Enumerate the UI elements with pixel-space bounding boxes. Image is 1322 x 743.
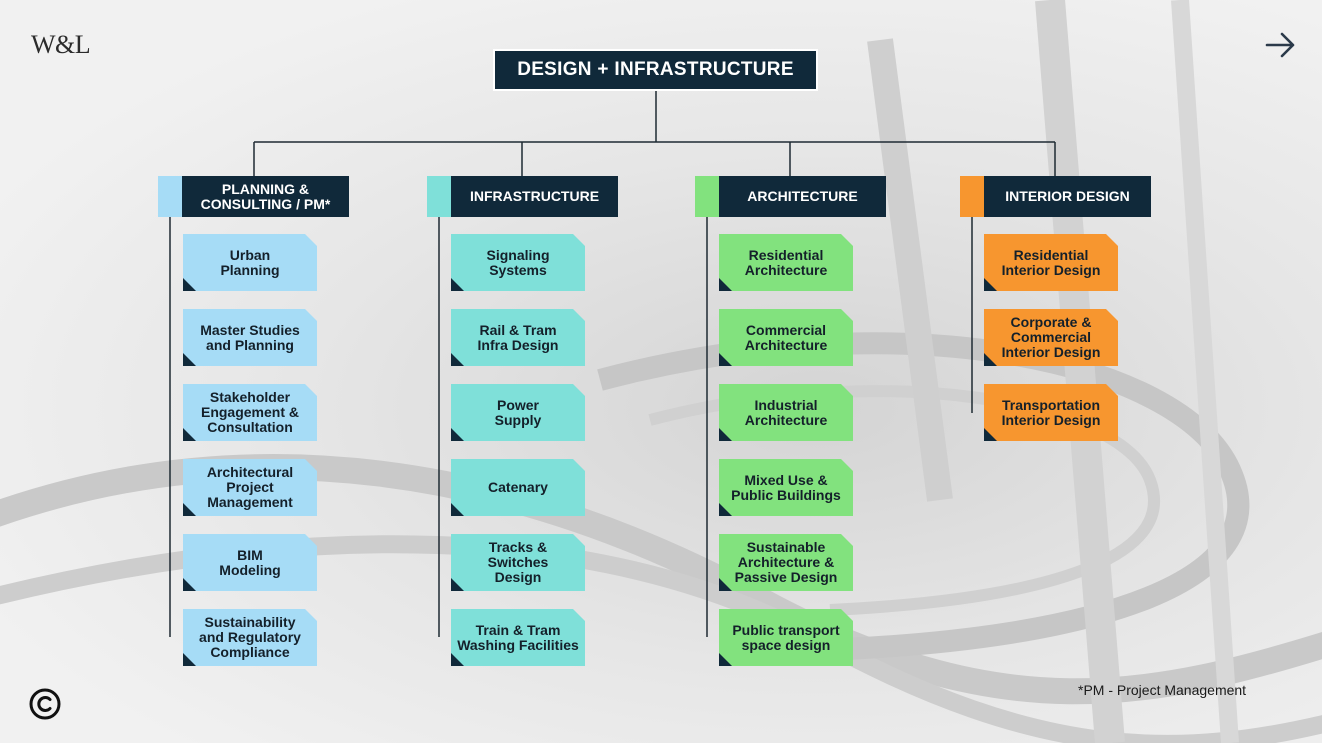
corner-marker bbox=[451, 428, 464, 441]
service-card: BIM Modeling bbox=[183, 534, 317, 591]
copyright-icon bbox=[29, 688, 61, 720]
service-label: Residential Architecture bbox=[744, 246, 828, 278]
corner-marker bbox=[183, 428, 196, 441]
corner-marker bbox=[719, 653, 732, 666]
service-card: Residential Interior Design bbox=[984, 234, 1118, 291]
service-card: Rail & Tram Infra Design bbox=[451, 309, 585, 366]
service-label: Urban Planning bbox=[220, 246, 280, 278]
service-label: BIM Modeling bbox=[219, 546, 281, 578]
corner-marker bbox=[451, 503, 464, 516]
service-label: Mixed Use & Public Buildings bbox=[731, 471, 841, 503]
service-label: Transportation Interior Design bbox=[1001, 396, 1101, 428]
category-header-planning: PLANNING & CONSULTING / PM* bbox=[158, 176, 349, 217]
service-label: Residential Interior Design bbox=[1001, 246, 1101, 278]
service-card: Tracks & Switches Design bbox=[451, 534, 585, 591]
service-label: Industrial Architecture bbox=[744, 396, 828, 428]
corner-marker bbox=[984, 278, 997, 291]
corner-marker bbox=[719, 278, 732, 291]
corner-marker bbox=[984, 353, 997, 366]
corner-marker bbox=[451, 353, 464, 366]
service-card: Public transport space design bbox=[719, 609, 853, 666]
category-header-infrastructure: INFRASTRUCTURE bbox=[427, 176, 618, 217]
corner-marker bbox=[719, 353, 732, 366]
corner-marker bbox=[451, 278, 464, 291]
service-label: Train & Tram Washing Facilities bbox=[457, 621, 579, 653]
service-card: Stakeholder Engagement & Consultation bbox=[183, 384, 317, 441]
category-label: INTERIOR DESIGN bbox=[984, 176, 1151, 217]
corner-marker bbox=[183, 653, 196, 666]
service-label: Tracks & Switches Design bbox=[487, 539, 549, 585]
service-label: Commercial Architecture bbox=[744, 321, 828, 353]
service-label: Sustainability and Regulatory Compliance bbox=[199, 614, 301, 660]
corner-marker bbox=[183, 578, 196, 591]
arrow-right-icon[interactable] bbox=[1264, 30, 1298, 60]
service-card: Sustainability and Regulatory Compliance bbox=[183, 609, 317, 666]
category-label: ARCHITECTURE bbox=[719, 176, 886, 217]
category-label: PLANNING & CONSULTING / PM* bbox=[182, 176, 349, 217]
category-swatch bbox=[158, 176, 182, 217]
corner-marker bbox=[719, 578, 732, 591]
corner-marker bbox=[984, 428, 997, 441]
service-card: Residential Architecture bbox=[719, 234, 853, 291]
service-card: Train & Tram Washing Facilities bbox=[451, 609, 585, 666]
corner-marker bbox=[183, 278, 196, 291]
service-card: Power Supply bbox=[451, 384, 585, 441]
service-card: Sustainable Architecture & Passive Desig… bbox=[719, 534, 853, 591]
service-card: Master Studies and Planning bbox=[183, 309, 317, 366]
service-card: Transportation Interior Design bbox=[984, 384, 1118, 441]
service-label: Sustainable Architecture & Passive Desig… bbox=[734, 539, 838, 585]
service-card: Signaling Systems bbox=[451, 234, 585, 291]
category-label: INFRASTRUCTURE bbox=[451, 176, 618, 217]
service-card: Commercial Architecture bbox=[719, 309, 853, 366]
service-card: Architectural Project Management bbox=[183, 459, 317, 516]
service-label: Architectural Project Management bbox=[206, 464, 294, 510]
service-card: Urban Planning bbox=[183, 234, 317, 291]
service-label: Signaling Systems bbox=[486, 246, 550, 278]
service-card: Corporate & Commercial Interior Design bbox=[984, 309, 1118, 366]
service-card: Mixed Use & Public Buildings bbox=[719, 459, 853, 516]
root-node: DESIGN + INFRASTRUCTURE bbox=[493, 49, 818, 91]
service-card: Catenary bbox=[451, 459, 585, 516]
corner-marker bbox=[451, 653, 464, 666]
corner-marker bbox=[183, 503, 196, 516]
service-card: Industrial Architecture bbox=[719, 384, 853, 441]
category-header-interior: INTERIOR DESIGN bbox=[960, 176, 1151, 217]
category-swatch bbox=[960, 176, 984, 217]
service-label: Catenary bbox=[488, 479, 548, 495]
footnote: *PM - Project Management bbox=[1078, 682, 1247, 698]
corner-marker bbox=[183, 353, 196, 366]
corner-marker bbox=[719, 428, 732, 441]
service-label: Master Studies and Planning bbox=[200, 321, 300, 353]
service-label: Power Supply bbox=[494, 396, 542, 428]
corner-marker bbox=[451, 578, 464, 591]
corner-marker bbox=[719, 503, 732, 516]
category-swatch bbox=[695, 176, 719, 217]
service-label: Corporate & Commercial Interior Design bbox=[1001, 314, 1101, 360]
brand-logo: W&L bbox=[31, 30, 91, 59]
service-label: Public transport space design bbox=[732, 621, 840, 653]
category-header-architecture: ARCHITECTURE bbox=[695, 176, 886, 217]
service-label: Rail & Tram Infra Design bbox=[477, 321, 559, 353]
service-label: Stakeholder Engagement & Consultation bbox=[200, 389, 299, 435]
category-swatch bbox=[427, 176, 451, 217]
